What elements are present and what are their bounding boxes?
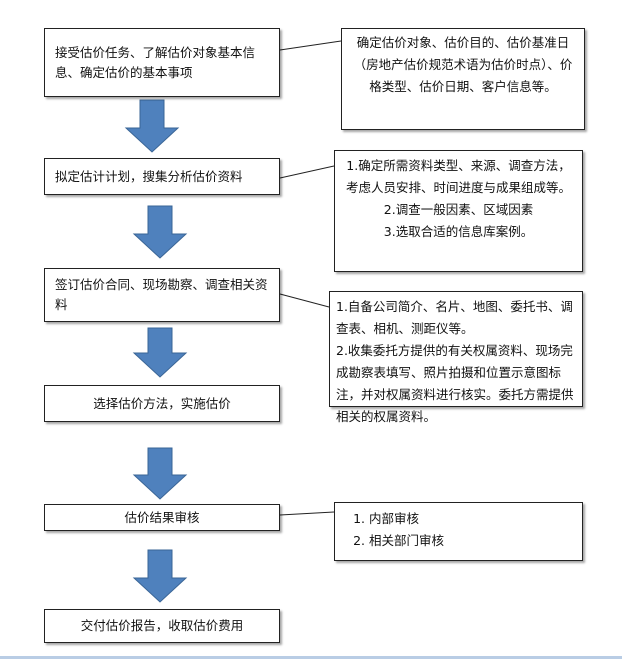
step-text-result-review: 估价结果审核 [124, 509, 200, 525]
callout-leader-1 [279, 40, 342, 51]
note-line-plan-2: 2.调查一般因素、区域因素 [383, 202, 534, 217]
step-text-choose-method: 选择估价方法，实施估价 [93, 395, 231, 411]
review-type-list: 内部审核 相关部门审核 [341, 508, 576, 552]
down-arrow-1 [124, 99, 180, 153]
step-box-choose-method: 选择估价方法，实施估价 [44, 385, 280, 422]
callout-leader-4 [279, 511, 335, 516]
step-box-result-review: 估价结果审核 [44, 504, 280, 531]
step-box-receive-task: 接受估价任务、了解估价对象基本信息、确定估价的基本事项 [44, 28, 280, 97]
note-text-basic-items: 确定估价对象、估价目的、估价基准日（房地产估价规范术语为估价时点）、价格类型、估… [353, 35, 573, 94]
step-text-sign-contract: 签订估价合同、现场勘察、调查相关资料 [55, 277, 268, 312]
step-text-deliver-report: 交付估价报告，收取估价费用 [80, 618, 244, 633]
down-arrow-3 [132, 327, 188, 378]
callout-leader-3 [279, 293, 330, 308]
note-box-site-survey: 1.自备公司简介、名片、地图、委托书、调查表、相机、测距仪等。 2.收集委托方提… [329, 291, 583, 424]
step-text-receive-task: 接受估价任务、了解估价对象基本信息、确定估价的基本事项 [55, 44, 256, 80]
step-box-deliver-report: 交付估价报告，收取估价费用 [44, 609, 280, 643]
note-line-plan-3: 3.选取合适的信息库案例。 [383, 224, 534, 239]
note-box-plan-details: 1.确定所需资料类型、来源、调查方法，考虑人员安排、时间进度与成果组成等。 2.… [334, 150, 583, 272]
down-arrow-4 [132, 447, 188, 500]
step-text-draft-plan: 拟定估计计划，搜集分析估价资料 [55, 168, 243, 184]
note-line-plan-1: 1.确定所需资料类型、来源、调查方法，考虑人员安排、时间进度与成果组成等。 [345, 158, 571, 195]
review-type-item: 相关部门审核 [369, 530, 576, 552]
bottom-divider [0, 656, 622, 659]
callout-leader-2 [279, 165, 335, 179]
step-box-sign-contract: 签订估价合同、现场勘察、调查相关资料 [44, 268, 280, 322]
note-line-survey-2: 2.收集委托方提供的有关权属资料、现场完成勘察表填写、照片拍摄和位置示意图标注，… [336, 343, 574, 424]
note-box-basic-items: 确定估价对象、估价目的、估价基准日（房地产估价规范术语为估价时点）、价格类型、估… [341, 28, 585, 130]
step-box-draft-plan: 拟定估计计划，搜集分析估价资料 [44, 158, 280, 195]
note-line-survey-1: 1.自备公司简介、名片、地图、委托书、调查表、相机、测距仪等。 [336, 299, 573, 336]
down-arrow-2 [132, 205, 188, 259]
review-type-item: 内部审核 [369, 508, 576, 530]
down-arrow-5 [132, 549, 188, 603]
note-box-review-types: 内部审核 相关部门审核 [334, 502, 583, 561]
